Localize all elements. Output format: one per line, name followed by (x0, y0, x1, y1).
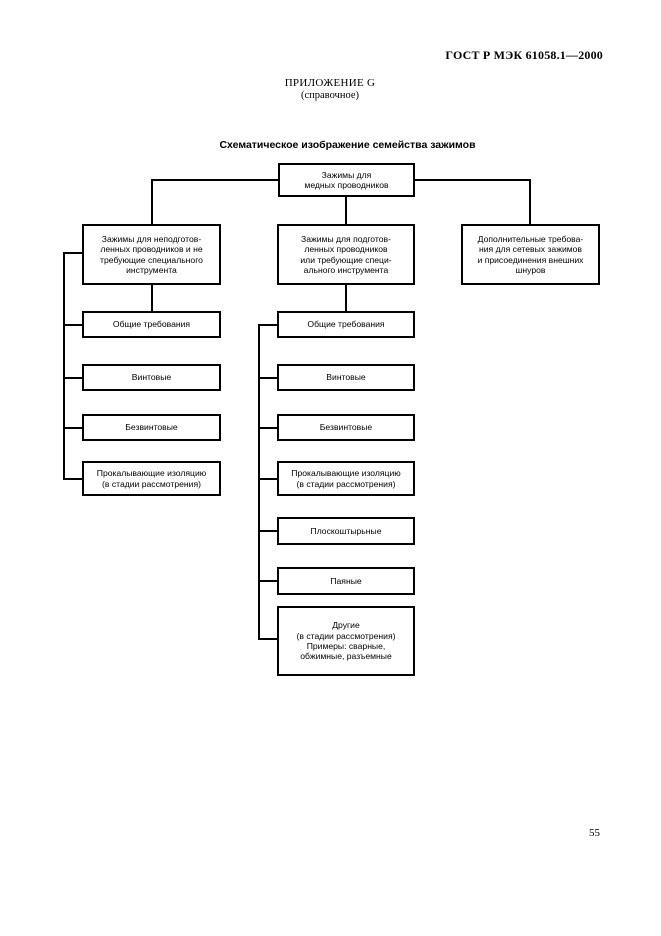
connector-middle-item-3 (258, 427, 278, 429)
middle-item-general-requirements: Общие требования (277, 311, 415, 338)
connector-left-item-4 (63, 478, 83, 480)
page-number: 55 (589, 827, 600, 839)
connector-root-left (151, 179, 279, 181)
left-item-screwless: Безвинтовые (82, 414, 221, 441)
connector-left-item-2 (63, 377, 83, 379)
right-branch-head-box: Дополнительные требова- ния для сетевых … (461, 224, 600, 285)
root-box: Зажимы для медных проводников (278, 163, 415, 197)
connector-middle-item-6 (258, 580, 278, 582)
connector-left-spine (63, 252, 65, 480)
appendix-title: ПРИЛОЖЕНИЕ G (284, 77, 376, 89)
middle-item-insulation-piercing: Прокалывающие изоляцию (в стадии рассмот… (277, 461, 415, 496)
connector-left-item-3 (63, 427, 83, 429)
middle-item-soldered: Паяные (277, 567, 415, 595)
standard-number: ГОСТ Р МЭК 61058.1—2000 (445, 48, 603, 62)
connector-middle-spine (258, 324, 260, 640)
diagram-title: Схематическое изображение семейства зажи… (219, 139, 476, 151)
connector-middle-head-down (345, 284, 347, 312)
connector-middle-item-2 (258, 377, 278, 379)
middle-item-flat-pin: Плоскоштырьные (277, 517, 415, 545)
connector-left-drop (151, 179, 153, 225)
middle-item-screwless: Безвинтовые (277, 414, 415, 441)
left-item-screw: Винтовые (82, 364, 221, 391)
connector-left-spine-top (63, 252, 83, 254)
connector-left-item-1 (63, 324, 83, 326)
left-item-insulation-piercing: Прокалывающие изоляцию (в стадии рассмот… (82, 461, 221, 496)
appendix-type: (справочное) (301, 90, 359, 101)
connector-middle-item-7 (258, 638, 278, 640)
connector-middle-drop (345, 196, 347, 225)
left-branch-head-box: Зажимы для неподготов- ленных проводнико… (82, 224, 221, 285)
connector-middle-item-4 (258, 478, 278, 480)
connector-left-head-down (151, 284, 153, 312)
connector-right-drop (529, 179, 531, 225)
connector-middle-item-1 (258, 324, 278, 326)
connector-middle-item-5 (258, 530, 278, 532)
middle-item-other: Другие (в стадии рассмотрения) Примеры: … (277, 606, 415, 676)
connector-root-right (414, 179, 530, 181)
middle-item-screw: Винтовые (277, 364, 415, 391)
left-item-general-requirements: Общие требования (82, 311, 221, 338)
middle-branch-head-box: Зажимы для подготов- ленных проводников … (277, 224, 415, 285)
